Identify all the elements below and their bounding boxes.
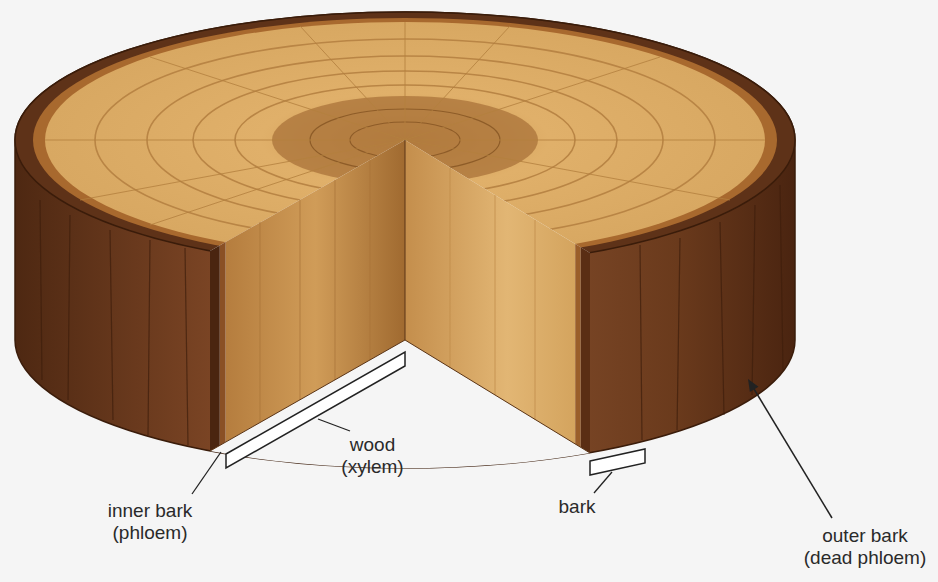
- left-face-outer-bark: [210, 245, 220, 451]
- cut-notch: [210, 140, 590, 468]
- right-face-grain: [450, 168, 535, 420]
- outer-bark-leader: [754, 389, 832, 518]
- left-face-wood: [226, 140, 405, 442]
- bark-bracket: [590, 449, 645, 475]
- bark-leader: [594, 472, 612, 493]
- left-face-inner-bark: [220, 242, 226, 445]
- right-face-inner-bark: [575, 244, 581, 447]
- wood-leader: [318, 419, 350, 431]
- trunk-side: [15, 12, 795, 468]
- part-label: inner bark (phloem): [100, 500, 200, 544]
- inner-bark-leader: [192, 452, 221, 494]
- part-label: wood (xylem): [335, 434, 410, 478]
- right-face-outer-bark: [581, 247, 590, 453]
- face-edges: [210, 140, 590, 453]
- part-label: bark: [552, 496, 602, 518]
- part-label: outer bark (dead phloem): [800, 525, 930, 569]
- right-face-wood: [405, 140, 575, 444]
- outer-bark-arrowhead: [748, 379, 759, 392]
